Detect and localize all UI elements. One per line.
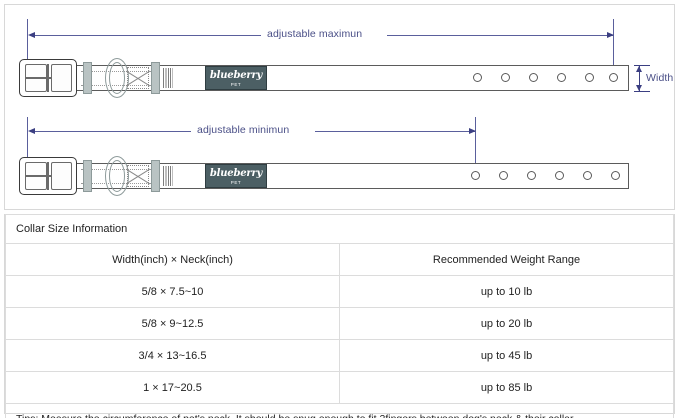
table-tips-row: Tips: Measure the circumference of pet's… [5, 403, 674, 418]
min-extension-line-left [27, 117, 28, 165]
stitch-box-top [127, 67, 149, 89]
strap-hole [473, 73, 482, 82]
table-title: Collar Size Information [5, 214, 674, 244]
table-row: 5/8 × 7.5~10 up to 10 lb [5, 275, 674, 308]
collar-top: blueberry PET [5, 53, 645, 103]
buckle-prong-bottom [25, 175, 52, 177]
min-dimension-line-right [315, 131, 475, 132]
min-arrow-left [28, 128, 35, 134]
strap-hole [527, 171, 536, 180]
strap-hole [555, 171, 564, 180]
header-spec: Width(inch) × Neck(inch) [5, 243, 340, 276]
buckle-plate-right-top [51, 64, 72, 92]
brand-name-top: blueberry [209, 70, 263, 81]
max-arrow-right [607, 32, 614, 38]
max-dimension-line-left [31, 35, 261, 36]
tips-text: Tips: Measure the circumference of pet's… [5, 403, 674, 418]
width-extension-line-top [634, 65, 650, 66]
brand-tag-bottom: blueberry PET [205, 164, 267, 188]
keeper-loop-2-bottom[interactable] [151, 160, 160, 192]
d-ring-inner-bottom [109, 160, 125, 192]
table-row: 1 × 17~20.5 up to 85 lb [5, 371, 674, 404]
brand-sub-top: PET [230, 82, 242, 87]
cell-weight: up to 20 lb [339, 307, 674, 340]
width-arrow-down [636, 85, 642, 91]
min-arrow-right [469, 128, 476, 134]
brand-name-bottom: blueberry [209, 168, 263, 179]
buckle-prong-top [25, 77, 52, 79]
buckle-plate-right-bottom [51, 162, 72, 190]
max-extension-line-left [27, 19, 28, 67]
strap-hole [583, 171, 592, 180]
strap-hole [529, 73, 538, 82]
cell-spec: 3/4 × 13~16.5 [5, 339, 340, 372]
brand-tag-top: blueberry PET [205, 66, 267, 90]
buckle-post-top [47, 64, 49, 92]
collar-diagram: adjustable maximun [4, 4, 675, 210]
max-arrow-left [28, 32, 35, 38]
min-extension-line-right [475, 117, 476, 185]
ribbed-texture-bottom [163, 166, 173, 186]
collar-size-table-wrap: Collar Size Information Width(inch) × Ne… [4, 214, 675, 418]
max-extension-line-right [613, 19, 614, 81]
strap-hole [585, 73, 594, 82]
ribbed-texture-top [163, 68, 173, 88]
keeper-loop-1-bottom[interactable] [83, 160, 92, 192]
cell-spec: 5/8 × 9~12.5 [5, 307, 340, 340]
width-arrow-up [636, 66, 642, 72]
buckle-post-bottom [47, 162, 49, 190]
strap-hole [499, 171, 508, 180]
table-row: 5/8 × 9~12.5 up to 20 lb [5, 307, 674, 340]
brand-sub-bottom: PET [230, 180, 242, 185]
strap-hole [501, 73, 510, 82]
max-dimension-label: adjustable maximun [267, 28, 363, 40]
table-row: 3/4 × 13~16.5 up to 45 lb [5, 339, 674, 372]
strap-hole [471, 171, 480, 180]
strap-hole [609, 73, 618, 82]
strap-hole [557, 73, 566, 82]
max-dimension-line-right [387, 35, 613, 36]
width-dimension-line [639, 66, 640, 91]
d-ring-inner-top [109, 62, 125, 94]
cell-weight: up to 45 lb [339, 339, 674, 372]
collar-size-table: Collar Size Information Width(inch) × Ne… [5, 214, 674, 418]
width-label: Width [646, 72, 674, 84]
min-dimension-label: adjustable minimun [197, 124, 290, 136]
keeper-loop-2-top[interactable] [151, 62, 160, 94]
cell-weight: up to 85 lb [339, 371, 674, 404]
cell-weight: up to 10 lb [339, 275, 674, 308]
strap-tip-top [611, 65, 629, 91]
table-header-row: Width(inch) × Neck(inch) Recommended Wei… [5, 243, 674, 276]
strap-hole [611, 171, 620, 180]
cell-spec: 5/8 × 7.5~10 [5, 275, 340, 308]
keeper-loop-1-top[interactable] [83, 62, 92, 94]
collar-bottom: blueberry PET [5, 151, 645, 201]
stitch-box-bottom [127, 165, 149, 187]
table-title-row: Collar Size Information [5, 214, 674, 244]
cell-spec: 1 × 17~20.5 [5, 371, 340, 404]
width-extension-line-bottom [634, 91, 650, 92]
strap-tip-bottom [611, 163, 629, 189]
header-weight: Recommended Weight Range [339, 243, 674, 276]
min-dimension-line-left [31, 131, 191, 132]
